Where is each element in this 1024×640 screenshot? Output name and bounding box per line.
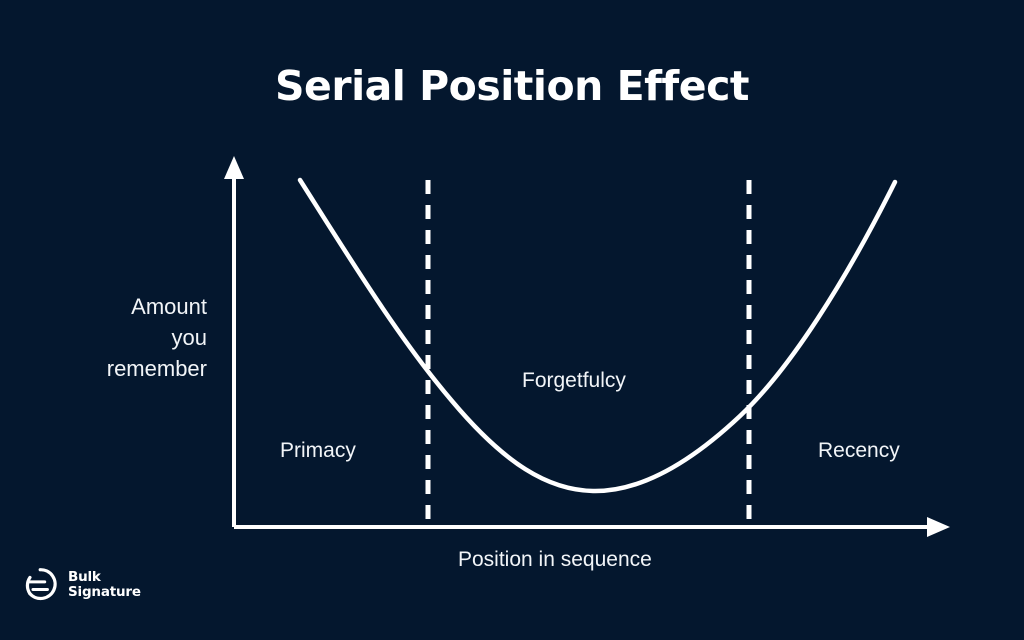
y-axis-label: Amount you remember	[0, 291, 207, 384]
zone-label-recency: Recency	[818, 439, 900, 462]
zone-label-primacy: Primacy	[280, 439, 356, 462]
y-axis-label-line-3: remember	[106, 356, 207, 381]
x-axis-arrowhead-icon	[927, 517, 950, 537]
brand-logo: Bulk Signature	[24, 566, 141, 604]
y-axis-label-line-1: Amount	[131, 294, 207, 319]
brand-logo-line-2: Signature	[68, 584, 141, 600]
bulk-signature-mark-icon	[25, 568, 57, 601]
brand-logo-text: Bulk Signature	[68, 570, 141, 600]
y-axis-arrowhead-icon	[224, 156, 244, 179]
page-title: Serial Position Effect	[275, 62, 749, 110]
recall-curve	[297, 177, 898, 494]
brand-logo-line-1: Bulk	[68, 569, 101, 585]
zone-label-forgetfulcy: Forgetfulcy	[522, 369, 626, 392]
x-axis-label: Position in sequence	[458, 548, 652, 571]
y-axis-label-line-2: you	[171, 325, 207, 350]
